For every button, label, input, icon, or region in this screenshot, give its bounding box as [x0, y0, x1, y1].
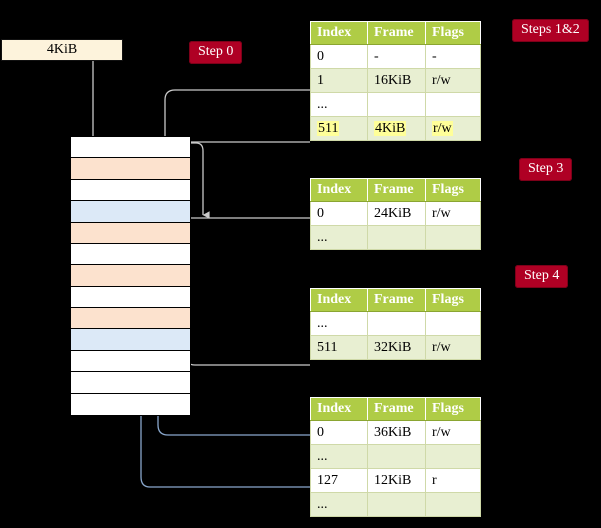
memory-frame-row: [71, 179, 190, 202]
memory-frame-row: [71, 222, 190, 244]
cell-frame: 12KiB: [367, 468, 426, 493]
memory-frame-row: [71, 372, 190, 394]
memory-frame-row: [71, 243, 190, 266]
cell-index: 511: [310, 116, 368, 141]
column-header-index: Index: [310, 178, 368, 202]
column-header-index: Index: [310, 397, 368, 421]
table-row: ...: [310, 311, 481, 336]
column-header-index: Index: [310, 288, 368, 312]
badge-step-0-label: Step 0: [198, 44, 234, 59]
badge-step-4-label: Step 4: [524, 268, 560, 283]
cell-index: 1: [310, 68, 368, 93]
column-header-frame: Frame: [367, 21, 426, 45]
memory-frame-row: [71, 158, 190, 180]
memory-frame-row: [71, 393, 190, 415]
cell-frame: 16KiB: [367, 68, 426, 93]
badge-steps-1-2-label: Steps 1&2: [521, 22, 580, 37]
cell-frame: [367, 492, 426, 517]
badge-step-3-label: Step 3: [528, 161, 564, 176]
cell-flags: r/w: [425, 420, 481, 445]
badge-steps-1-2: Steps 1&2: [512, 19, 589, 42]
cell-flags: -: [425, 44, 481, 69]
cell-index: 127: [310, 468, 368, 493]
memory-frame-row: [71, 329, 190, 351]
cell-flags: [425, 492, 481, 517]
memory-frame-row: [71, 201, 190, 223]
cell-flags: r/w: [425, 201, 481, 226]
source-frame-box: 4KiB: [1, 39, 123, 61]
memory-frame-row: [71, 265, 190, 287]
cell-frame: [367, 225, 426, 250]
cell-frame: [367, 311, 426, 336]
cell-index: ...: [310, 92, 368, 117]
source-frame-label: 4KiB: [46, 42, 78, 57]
cell-frame: [367, 444, 426, 469]
cell-index: 0: [310, 44, 368, 69]
column-header-flags: Flags: [425, 178, 481, 202]
cell-frame: -: [367, 44, 426, 69]
table-row: ...: [310, 444, 481, 469]
cell-flags: r/w: [425, 68, 481, 93]
cell-index: 0: [310, 420, 368, 445]
cell-index: 0: [310, 201, 368, 226]
cell-index: ...: [310, 492, 368, 517]
cell-flags: [425, 225, 481, 250]
cell-index: ...: [310, 444, 368, 469]
cell-frame: 4KiB: [367, 116, 426, 141]
cell-frame: 24KiB: [367, 201, 426, 226]
table-row: ...: [310, 492, 481, 517]
cell-flags: [425, 92, 481, 117]
badge-step-3: Step 3: [519, 158, 573, 181]
cell-flags: [425, 444, 481, 469]
physical-memory-column: [70, 136, 191, 416]
memory-frame-row: [71, 286, 190, 308]
column-header-index: Index: [310, 21, 368, 45]
cell-flags: r: [425, 468, 481, 493]
column-header-frame: Frame: [367, 288, 426, 312]
memory-frame-row: [71, 350, 190, 373]
cell-frame: 32KiB: [367, 335, 426, 360]
cell-frame: 36KiB: [367, 420, 426, 445]
table-row: ...: [310, 225, 481, 250]
cell-index: ...: [310, 225, 368, 250]
column-header-flags: Flags: [425, 288, 481, 312]
memory-frame-row: [71, 137, 190, 159]
table-row: ...: [310, 92, 481, 117]
column-header-frame: Frame: [367, 397, 426, 421]
column-header-frame: Frame: [367, 178, 426, 202]
column-header-flags: Flags: [425, 21, 481, 45]
cell-flags: r/w: [425, 335, 481, 360]
memory-frame-row: [71, 308, 190, 330]
table-row: 0--: [310, 44, 481, 69]
cell-flags: r/w: [425, 116, 481, 141]
cell-flags: [425, 311, 481, 336]
badge-step-0: Step 0: [189, 41, 243, 64]
cell-index: ...: [310, 311, 368, 336]
cell-index: 511: [310, 335, 368, 360]
cell-frame: [367, 92, 426, 117]
column-header-flags: Flags: [425, 397, 481, 421]
badge-step-4: Step 4: [515, 265, 569, 288]
